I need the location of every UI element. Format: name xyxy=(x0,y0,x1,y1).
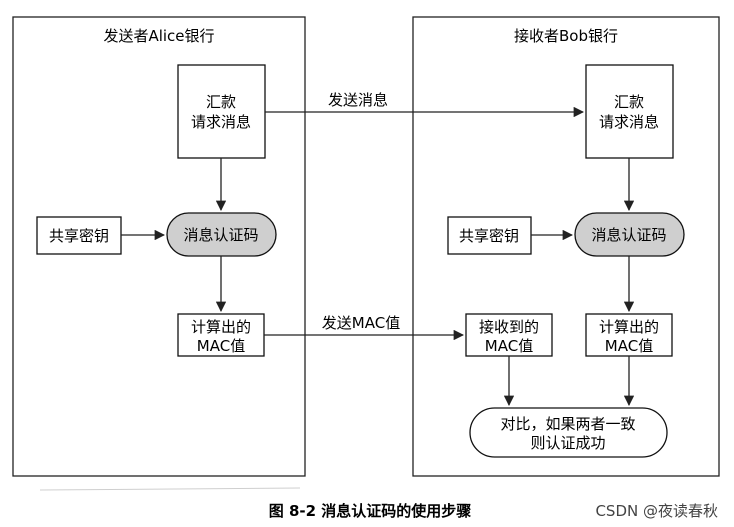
receiver-panel: 接收者Bob银行 汇款 请求消息 共享密钥 消息认证码 接收到的 MAC值 计算… xyxy=(412,16,720,477)
sender-mac-node-label: 消息认证码 xyxy=(183,226,258,244)
cross-edges: 发送消息 发送MAC值 xyxy=(264,91,585,341)
csdn-watermark: CSDN @夜读春秋 xyxy=(595,502,718,520)
receiver-computed-mac-line-1: 计算出的 xyxy=(599,318,659,336)
sender-shared-key-label: 共享密钥 xyxy=(49,227,109,245)
sender-panel: 发送者Alice银行 汇款 请求消息 共享密钥 消息认证码 计算出的 MAC值 xyxy=(12,16,306,477)
receiver-request-box xyxy=(585,64,674,159)
sender-panel-frame xyxy=(12,16,306,477)
receiver-request-line-1: 汇款 xyxy=(614,93,644,111)
bottom-rule xyxy=(39,487,301,491)
sender-computed-mac-line-2: MAC值 xyxy=(197,337,245,355)
sender-title: 发送者Alice银行 xyxy=(103,27,214,45)
receiver-shared-key-box xyxy=(447,216,532,255)
receiver-received-mac-line-2: MAC值 xyxy=(485,337,533,355)
sender-request-line-1: 汇款 xyxy=(206,93,236,111)
receiver-computed-mac-box xyxy=(585,313,673,357)
figure-caption: 图 8-2 消息认证码的使用步骤 xyxy=(269,502,472,520)
sender-computed-mac-line-1: 计算出的 xyxy=(191,318,251,336)
receiver-compare-line-2: 则认证成功 xyxy=(530,434,605,452)
receiver-computed-mac-line-2: MAC值 xyxy=(605,337,653,355)
receiver-title: 接收者Bob银行 xyxy=(514,27,618,45)
receiver-received-mac-line-1: 接收到的 xyxy=(479,318,539,336)
receiver-panel-frame xyxy=(412,16,720,477)
sender-shared-key-box xyxy=(36,216,122,255)
receiver-compare-line-1: 对比，如果两者一致 xyxy=(500,415,635,433)
send-message-label: 发送消息 xyxy=(328,91,388,109)
receiver-request-line-2: 请求消息 xyxy=(599,113,659,131)
receiver-compare-node xyxy=(469,407,668,458)
receiver-shared-key-label: 共享密钥 xyxy=(459,227,519,245)
sender-computed-mac-box xyxy=(177,313,265,357)
receiver-mac-node-label: 消息认证码 xyxy=(591,226,666,244)
sender-request-line-2: 请求消息 xyxy=(191,113,251,131)
send-mac-label: 发送MAC值 xyxy=(322,314,400,332)
sender-request-box xyxy=(177,64,266,159)
